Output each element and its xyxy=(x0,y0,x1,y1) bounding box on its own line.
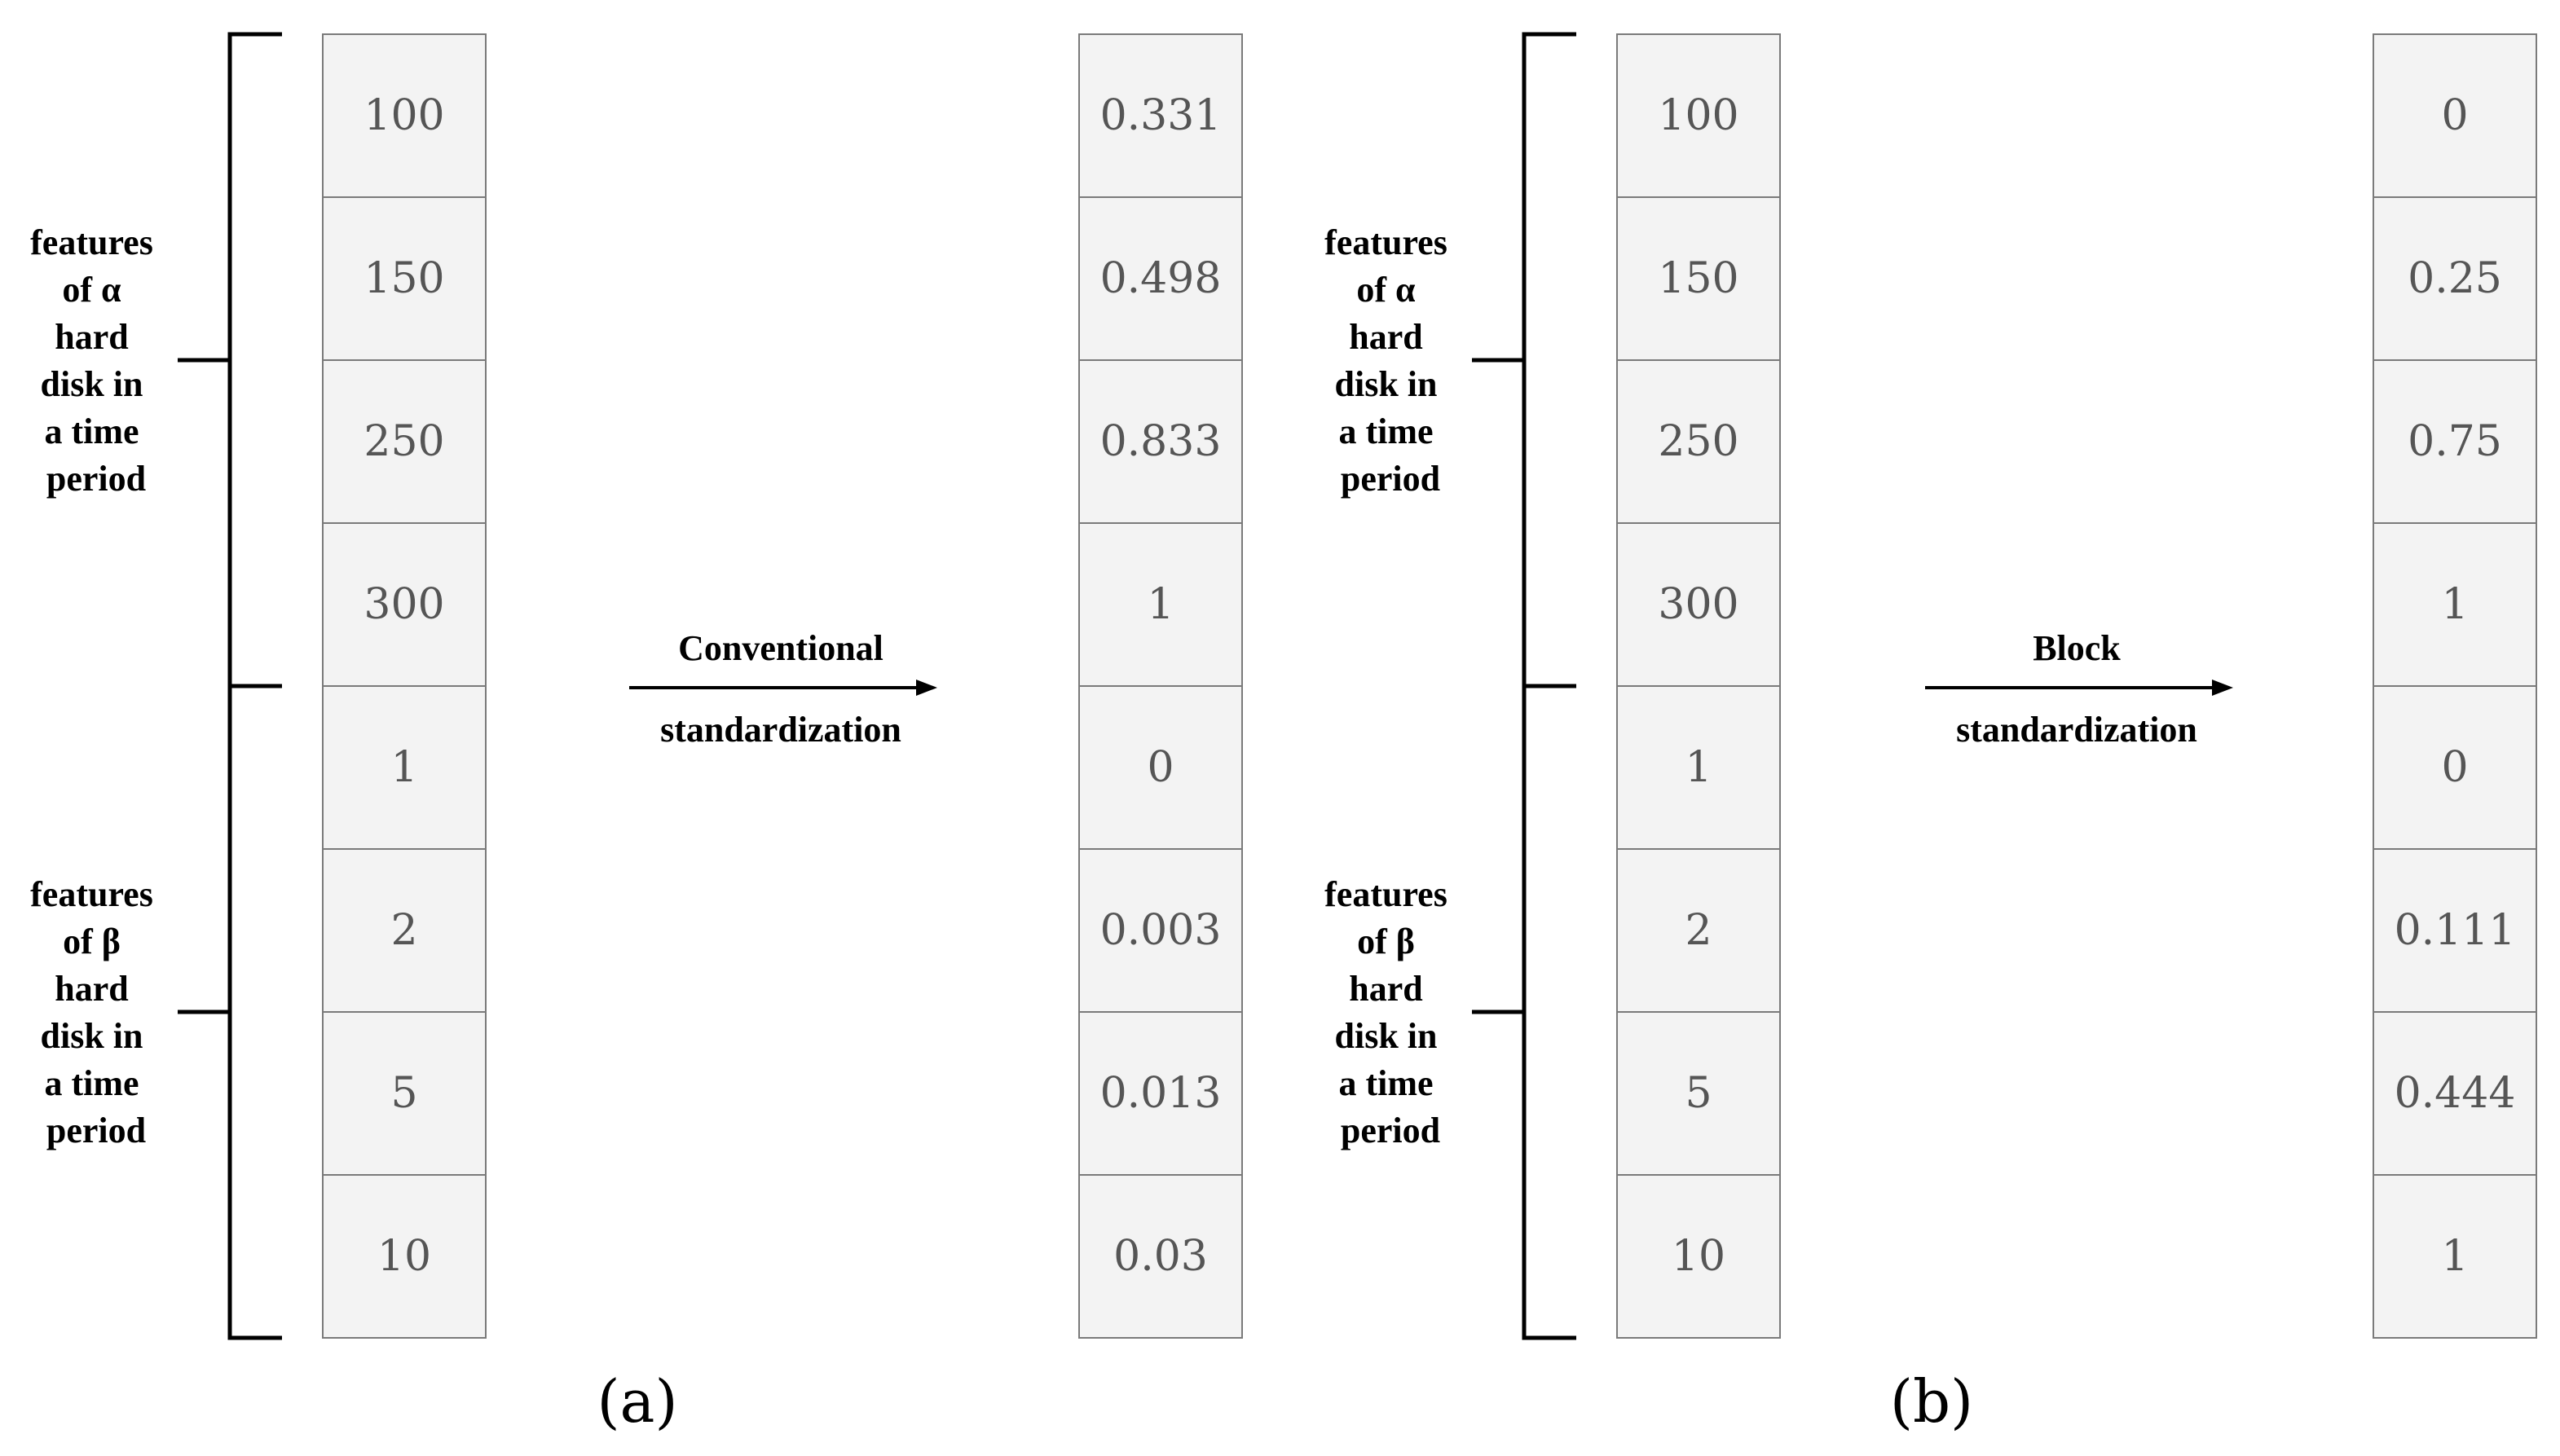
output-cell: 0.25 xyxy=(2373,196,2537,361)
output-cell: 0.498 xyxy=(1078,196,1243,361)
output-cell: 0 xyxy=(2373,685,2537,850)
svg-text:0.111: 0.111 xyxy=(2395,906,2516,955)
svg-text:0: 0 xyxy=(2441,743,2468,792)
svg-text:10: 10 xyxy=(1672,1232,1725,1281)
input-cell: 300 xyxy=(1616,522,1781,687)
input-cell: 250 xyxy=(1616,359,1781,524)
input-cell: 250 xyxy=(322,359,487,524)
svg-text:1: 1 xyxy=(1685,743,1712,792)
svg-text:150: 150 xyxy=(364,254,444,303)
input-cell: 150 xyxy=(322,196,487,361)
block-standardization-arrow: Block standardization xyxy=(1925,628,2233,750)
svg-text:1: 1 xyxy=(1147,580,1174,629)
beta-group-bracket xyxy=(178,684,282,1340)
beta-group-label: features of β hard disk in a time period xyxy=(30,874,162,1150)
output-cell: 0 xyxy=(1078,685,1243,850)
arrow-label-line1: Block xyxy=(2033,628,2121,668)
svg-text:250: 250 xyxy=(1658,417,1738,466)
output-column-b: 0 0.25 0.75 1 0 0.111 0.444 1 xyxy=(2373,33,2537,1339)
input-cell: 150 xyxy=(1616,196,1781,361)
beta-group-bracket xyxy=(1472,684,1576,1340)
output-cell: 0.111 xyxy=(2373,848,2537,1013)
arrow-label-line2: standardization xyxy=(660,710,901,750)
panel-a: features of α hard disk in a time period… xyxy=(30,32,1243,1436)
output-cell: 0.003 xyxy=(1078,848,1243,1013)
input-cell: 100 xyxy=(322,33,487,198)
svg-text:5: 5 xyxy=(390,1069,417,1118)
input-cell: 1 xyxy=(1616,685,1781,850)
panel-b: features of α hard disk in a time period… xyxy=(1324,32,2537,1436)
arrow-head-icon xyxy=(916,680,937,696)
arrow-label-line1: Conventional xyxy=(678,628,883,668)
alpha-group-bracket xyxy=(1472,32,1576,688)
output-column-a: 0.331 0.498 0.833 1 0 0.003 0.013 0.03 xyxy=(1078,33,1243,1339)
alpha-group-label: features of α hard disk in a time period xyxy=(1324,222,1456,499)
svg-text:0.25: 0.25 xyxy=(2408,254,2502,303)
input-cell: 10 xyxy=(322,1174,487,1339)
svg-text:2: 2 xyxy=(390,906,417,955)
beta-group-label: features of β hard disk in a time period xyxy=(1324,874,1456,1150)
svg-text:100: 100 xyxy=(1658,91,1738,140)
svg-text:0.75: 0.75 xyxy=(2408,417,2502,466)
input-column-b: 100 150 250 300 1 2 5 10 xyxy=(1616,33,1781,1339)
svg-text:300: 300 xyxy=(364,580,444,629)
output-cell: 1 xyxy=(2373,522,2537,687)
input-cell: 5 xyxy=(322,1011,487,1176)
input-cell: 2 xyxy=(322,848,487,1013)
output-cell: 0.013 xyxy=(1078,1011,1243,1176)
alpha-group-label: features of α hard disk in a time period xyxy=(30,222,162,499)
input-cell: 1 xyxy=(322,685,487,850)
svg-text:0: 0 xyxy=(1147,743,1174,792)
input-cell: 5 xyxy=(1616,1011,1781,1176)
output-cell: 1 xyxy=(2373,1174,2537,1339)
svg-text:100: 100 xyxy=(364,91,444,140)
svg-text:2: 2 xyxy=(1685,906,1712,955)
output-cell: 0.331 xyxy=(1078,33,1243,198)
svg-text:0.444: 0.444 xyxy=(2395,1069,2516,1118)
svg-text:300: 300 xyxy=(1658,580,1738,629)
input-cell: 10 xyxy=(1616,1174,1781,1339)
svg-text:0: 0 xyxy=(2441,91,2468,140)
input-cell: 2 xyxy=(1616,848,1781,1013)
svg-text:0.003: 0.003 xyxy=(1100,906,1222,955)
svg-text:1: 1 xyxy=(2441,1232,2468,1281)
output-cell: 0.75 xyxy=(2373,359,2537,524)
output-cell: 0 xyxy=(2373,33,2537,198)
svg-text:5: 5 xyxy=(1685,1069,1712,1118)
svg-text:0.331: 0.331 xyxy=(1100,91,1222,140)
output-cell: 1 xyxy=(1078,522,1243,687)
svg-text:150: 150 xyxy=(1658,254,1738,303)
conventional-standardization-arrow: Conventional standardization xyxy=(629,628,937,750)
svg-text:10: 10 xyxy=(377,1232,431,1281)
svg-text:0.013: 0.013 xyxy=(1100,1069,1222,1118)
svg-text:1: 1 xyxy=(390,743,417,792)
svg-text:0.833: 0.833 xyxy=(1100,417,1222,466)
output-cell: 0.03 xyxy=(1078,1174,1243,1339)
arrow-label-line2: standardization xyxy=(1956,710,2197,750)
panel-label-b: (b) xyxy=(1890,1367,1973,1436)
input-cell: 100 xyxy=(1616,33,1781,198)
arrow-head-icon xyxy=(2212,680,2233,696)
alpha-group-bracket xyxy=(178,32,282,688)
output-cell: 0.833 xyxy=(1078,359,1243,524)
svg-text:1: 1 xyxy=(2441,580,2468,629)
svg-text:250: 250 xyxy=(364,417,444,466)
panel-label-a: (a) xyxy=(597,1367,677,1436)
svg-text:0.03: 0.03 xyxy=(1113,1232,1208,1281)
output-cell: 0.444 xyxy=(2373,1011,2537,1176)
input-cell: 300 xyxy=(322,522,487,687)
input-column-a: 100 150 250 300 1 2 5 10 xyxy=(322,33,487,1339)
svg-text:0.498: 0.498 xyxy=(1100,254,1222,303)
